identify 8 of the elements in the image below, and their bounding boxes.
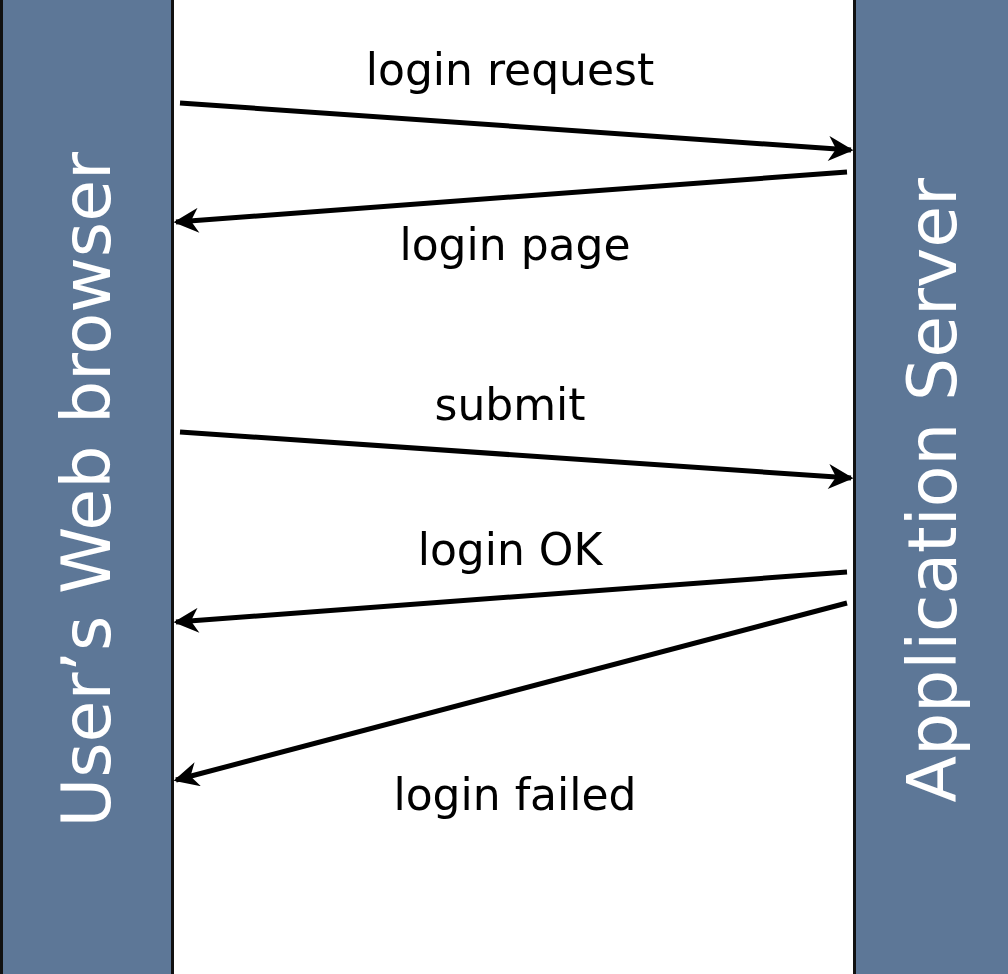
- arrow: [179, 100, 854, 161]
- lifeline-bar: [853, 0, 1008, 974]
- lifeline-title: User’s Web browser: [53, 152, 121, 828]
- arrow: [173, 569, 848, 633]
- arrow: [179, 429, 854, 489]
- lifeline-bar: [0, 0, 174, 974]
- arrow: [173, 600, 848, 787]
- arrow: [173, 169, 848, 233]
